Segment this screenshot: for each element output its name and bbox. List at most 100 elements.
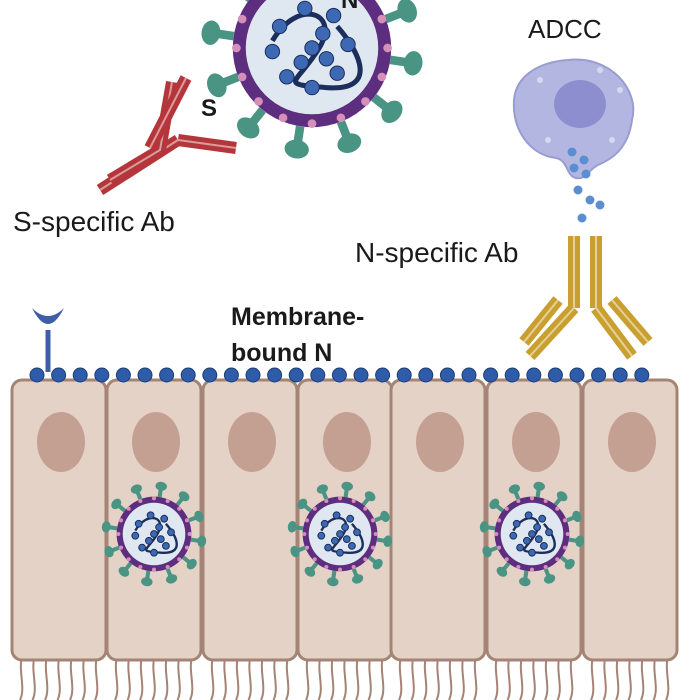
spike-head <box>403 51 423 76</box>
spike-head <box>383 535 393 547</box>
antibody-highlight <box>177 139 237 149</box>
s-protein-label: S <box>201 95 217 122</box>
membrane-protein <box>312 506 317 511</box>
spike-head <box>141 577 153 587</box>
nk-cell-icon <box>512 58 635 223</box>
spike-head <box>489 498 500 510</box>
membrane-protein <box>126 506 131 511</box>
nucleus <box>512 412 560 472</box>
spike-head <box>564 558 575 570</box>
membrane-n-dot <box>310 367 326 383</box>
membrane-n-dot <box>439 367 455 383</box>
cilium <box>410 654 415 700</box>
nucleocapsid-bead <box>320 519 329 528</box>
cilium <box>19 654 24 700</box>
spike-head <box>197 535 207 547</box>
spike-head <box>372 558 383 570</box>
rna-strand <box>134 516 178 554</box>
spike-head <box>544 574 556 584</box>
membrane-protein <box>138 498 143 504</box>
cytotoxic-granule <box>581 169 591 179</box>
spike-head <box>290 546 300 558</box>
nucleocapsid-bead <box>150 530 158 538</box>
membrane-n-dot <box>115 367 131 383</box>
membrane-n-dot <box>634 367 650 383</box>
intracellular-virus <box>479 481 585 587</box>
antibody-highlight <box>523 299 559 343</box>
cytotoxic-granule <box>573 185 583 195</box>
cilium <box>615 654 620 700</box>
cilium <box>590 654 595 700</box>
nucleocapsid-bead <box>533 523 541 532</box>
membrane-protein <box>562 518 568 523</box>
membrane-protein <box>377 72 387 82</box>
epithelial-cell-icon <box>201 378 299 700</box>
membrane-n-dot <box>137 367 153 383</box>
cilium <box>380 654 385 700</box>
membrane-protein <box>351 564 356 570</box>
spike-head <box>496 566 508 577</box>
nucleocapsid-bead <box>293 54 309 71</box>
membrane-protein <box>324 564 329 570</box>
membrane-n-dot <box>396 367 412 383</box>
membrane-protein <box>504 557 509 562</box>
granule <box>609 137 615 143</box>
antibody-highlight <box>529 307 575 357</box>
cytotoxic-granule <box>579 155 589 165</box>
membrane-protein <box>165 498 170 504</box>
nucleocapsid-bead <box>545 528 553 537</box>
nucleocapsid-bead <box>160 514 169 523</box>
s-specific-ab-label: S-specific Ab <box>13 206 175 237</box>
nucleocapsid-bead <box>156 535 165 543</box>
membrane-protein <box>337 567 343 572</box>
virus-particle <box>201 0 423 159</box>
membrane-protein <box>337 496 343 501</box>
nucleocapsid-bead <box>524 511 533 520</box>
membrane-protein <box>336 113 346 123</box>
membrane-protein <box>165 564 170 570</box>
granule <box>537 77 543 83</box>
spike-head <box>364 491 376 502</box>
cilium <box>569 654 574 700</box>
nucleocapsid-bead <box>538 514 547 523</box>
spike-head <box>337 133 362 153</box>
epithelial-cell-icon <box>389 378 487 700</box>
nucleocapsid-bead <box>540 542 548 550</box>
cilium <box>665 654 670 700</box>
spike-head <box>101 521 111 533</box>
membrane-n-dot <box>461 367 477 383</box>
spike-head <box>207 73 227 98</box>
cilium <box>305 654 310 700</box>
membrane-n-dot <box>504 367 520 383</box>
cilium <box>398 654 403 700</box>
nucleocapsid-bead <box>329 65 345 81</box>
membrane-protein <box>496 545 502 550</box>
cilium <box>448 654 453 700</box>
spike-head <box>284 139 309 159</box>
nucleocapsid-bead <box>331 536 339 545</box>
cilium <box>519 654 524 700</box>
membrane-n-dot <box>223 367 239 383</box>
membrane-protein <box>307 119 317 128</box>
membrane-n-dot <box>94 367 110 383</box>
membrane-n-dot <box>159 367 175 383</box>
membrane-protein <box>363 557 368 562</box>
spike-head <box>316 484 328 494</box>
nucleocapsid-bead <box>348 542 356 550</box>
antibody-highlight <box>611 299 649 343</box>
spike-head <box>104 546 114 558</box>
nucleocapsid-bead <box>332 511 341 520</box>
intracellular-virus <box>287 481 393 587</box>
nucleocapsid-bead <box>324 543 333 552</box>
cilium <box>260 654 265 700</box>
nucleocapsid-bead <box>509 531 518 540</box>
intracellular-virus-layer <box>101 481 585 587</box>
cilium <box>627 654 632 700</box>
membrane-bound-n-layer <box>29 367 650 383</box>
antibody-highlight <box>149 77 187 149</box>
nucleocapsid-bead <box>297 0 313 17</box>
spike-head <box>533 481 545 491</box>
granule <box>545 137 551 143</box>
antibody-highlight <box>595 307 633 357</box>
